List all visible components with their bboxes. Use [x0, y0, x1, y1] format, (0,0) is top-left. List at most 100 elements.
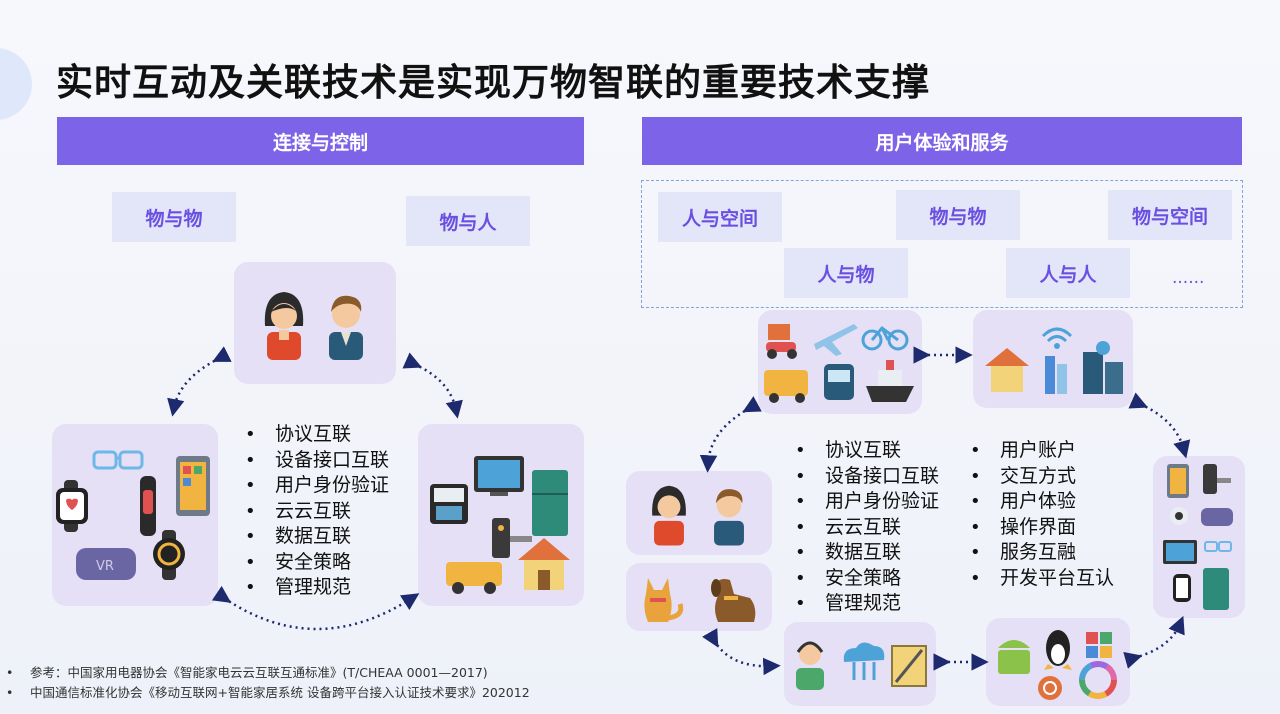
- fridge-icon: [532, 470, 568, 536]
- bullet-item: 安全策略: [245, 550, 389, 576]
- van-icon: [764, 370, 808, 403]
- scenario-box: [641, 180, 1243, 308]
- left-bullet-list: 协议互联 设备接口互联 用户身份验证 云云互联 数据互联 安全策略 管理规范: [245, 422, 389, 601]
- tower-icon: [1045, 356, 1067, 394]
- woman-icon: [652, 485, 686, 546]
- house-icon: [518, 538, 570, 590]
- linux-icon: [1044, 630, 1072, 670]
- round-watch-icon: [153, 530, 185, 580]
- bullet-item: 管理规范: [245, 575, 389, 601]
- right-bullet-list-2: 用户账户 交互方式 用户体验 操作界面 服务互融 开发平台互认: [970, 438, 1114, 591]
- references: 参考：中国家用电器协会《智能家电云云互联互通标准》(T/CHEAA 0001—2…: [6, 663, 530, 703]
- wearables-card: VR: [52, 424, 218, 606]
- cloud-network-icon: [843, 642, 885, 680]
- customer-service-icon: [796, 641, 824, 690]
- car-icon: [446, 562, 502, 594]
- bullet-item: 交互方式: [970, 464, 1114, 490]
- smartwatch-icon: [1173, 574, 1191, 602]
- man-icon: [329, 295, 363, 360]
- man-icon: [714, 489, 744, 546]
- wifi-icon: [1041, 327, 1073, 349]
- smart-glasses-icon: [1204, 541, 1232, 552]
- bullet-item: 数据互联: [245, 524, 389, 550]
- ubuntu-icon: [1038, 676, 1062, 700]
- bullet-item: 设备接口互联: [795, 464, 939, 490]
- transport-illustration: [764, 324, 914, 403]
- devices-card: [1153, 456, 1245, 618]
- bullet-item: 云云互联: [795, 515, 939, 541]
- tag-thing-to-person: 物与人: [406, 196, 530, 246]
- devices-illustration: [1163, 464, 1233, 610]
- bullet-item: 数据互联: [795, 540, 939, 566]
- train-icon: [824, 364, 854, 400]
- robot-router-icon: [430, 484, 468, 524]
- vr-label: VR: [96, 559, 114, 574]
- platforms-illustration: [998, 630, 1117, 700]
- home-devices-card: [418, 424, 584, 606]
- color-wheel-icon: [1079, 661, 1117, 699]
- home-icon: [985, 348, 1029, 392]
- tablet-icon: [1167, 464, 1189, 498]
- tv-icon: [474, 456, 524, 496]
- connector-arrow: [1123, 615, 1185, 669]
- tag-person-to-thing: 人与物: [784, 248, 908, 298]
- bullet-item: 协议互联: [795, 438, 939, 464]
- tv-icon: [1163, 540, 1197, 564]
- reference-item: 中国通信标准化协会《移动互联网+智能家居系统 设备跨平台接入认证技术要求》202…: [6, 683, 530, 703]
- pets-card: [626, 563, 772, 631]
- bullet-item: 开发平台互认: [970, 566, 1114, 592]
- connector-arrow: [211, 585, 420, 631]
- smart-city-illustration: [985, 327, 1123, 394]
- home-devices-illustration: [430, 456, 570, 594]
- tablet-icon: [176, 456, 210, 516]
- bullet-item: 用户体验: [970, 489, 1114, 515]
- tag-more: ......: [1172, 268, 1205, 288]
- airplane-icon: [814, 324, 858, 356]
- camera-icon: [1170, 507, 1188, 525]
- connector-arrow: [1128, 392, 1191, 459]
- woman-icon: [264, 292, 304, 360]
- tag-person-to-person: 人与人: [1006, 248, 1130, 298]
- windows-icon: [1086, 632, 1112, 658]
- people-card: [234, 262, 396, 384]
- tag-thing-to-thing: 物与物: [896, 190, 1020, 240]
- ship-icon: [866, 360, 914, 402]
- tag-thing-to-space: 物与空间: [1108, 190, 1232, 240]
- service-illustration: [796, 641, 927, 690]
- service-card: [784, 622, 936, 706]
- tag-person-to-space: 人与空间: [658, 192, 782, 242]
- platforms-card: [986, 618, 1130, 706]
- smart-glasses-icon: [92, 450, 144, 470]
- corner-decoration: [0, 48, 32, 120]
- left-section-header: 连接与控制: [57, 117, 584, 165]
- bullet-item: 管理规范: [795, 591, 939, 617]
- dog-icon: [711, 579, 756, 622]
- bullet-item: 用户账户: [970, 438, 1114, 464]
- delivery-scooter-icon: [766, 324, 797, 359]
- vr-headset-icon: VR: [76, 548, 136, 580]
- android-icon: [998, 640, 1030, 674]
- tag-thing-to-thing: 物与物: [112, 192, 236, 242]
- people-card-right: [626, 471, 772, 555]
- wearables-illustration: VR: [56, 450, 210, 580]
- bullet-item: 协议互联: [245, 422, 389, 448]
- reference-item: 参考：中国家用电器协会《智能家电云云互联互通标准》(T/CHEAA 0001—2…: [6, 663, 530, 683]
- cat-icon: [644, 578, 684, 622]
- connector-arrow: [699, 396, 762, 473]
- right-section-header: 用户体验和服务: [642, 117, 1242, 165]
- bullet-item: 用户身份验证: [245, 473, 389, 499]
- connector-arrow: [402, 352, 463, 419]
- fitness-band-icon: [140, 476, 156, 536]
- smartwatch-heart-icon: [56, 480, 88, 532]
- connector-arrow: [167, 346, 232, 417]
- transport-card: [758, 310, 922, 414]
- bullet-item: 操作界面: [970, 515, 1114, 541]
- page-title: 实时互动及关联技术是实现万物智联的重要技术支撑: [56, 61, 930, 104]
- bullet-item: 安全策略: [795, 566, 939, 592]
- fridge-icon: [1203, 568, 1229, 610]
- smart-city-card: [973, 310, 1133, 408]
- tools-icon: [891, 645, 927, 687]
- buildings-icon: [1083, 341, 1123, 394]
- bullet-item: 云云互联: [245, 499, 389, 525]
- connector-arrow: [702, 628, 781, 676]
